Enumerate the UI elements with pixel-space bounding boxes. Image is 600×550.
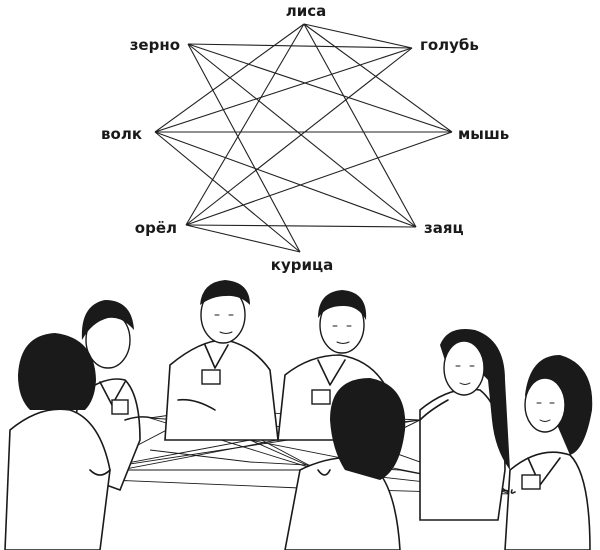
edge-grain-hen <box>187 43 301 253</box>
edge-eagle-mouse <box>185 131 453 226</box>
child-front-left <box>4 333 111 550</box>
child-far-right <box>504 355 593 550</box>
edge-fox-pigeon <box>303 23 413 49</box>
food-web-diagram: лиса зерно голубь волк мышь орёл заяц ку… <box>101 2 509 274</box>
edge-eagle-hare <box>185 224 417 228</box>
node-label-grain: зерно <box>130 36 180 54</box>
food-web-labels: лиса зерно голубь волк мышь орёл заяц ку… <box>101 2 509 274</box>
edge-eagle-hen <box>185 224 301 253</box>
child-front-center <box>284 378 406 550</box>
node-label-hare: заяц <box>424 219 464 237</box>
edge-eagle-pigeon <box>185 47 413 226</box>
child-back-center-left <box>164 280 279 441</box>
edge-fox-mouse <box>303 23 453 133</box>
node-label-fox: лиса <box>286 2 327 20</box>
children-illustration <box>4 280 593 550</box>
edge-grain-hare <box>187 43 417 228</box>
edge-fox-wolf <box>154 23 305 133</box>
edge-wolf-pigeon <box>154 47 413 133</box>
edge-grain-pigeon <box>187 43 413 49</box>
edge-wolf-hare <box>154 131 417 228</box>
node-label-hen: курица <box>271 256 333 274</box>
node-label-eagle: орёл <box>135 219 177 237</box>
node-label-wolf: волк <box>101 125 142 143</box>
food-web-edges <box>154 23 453 253</box>
child-right-long-hair <box>419 329 510 521</box>
node-label-pigeon: голубь <box>420 36 479 54</box>
edge-fox-eagle <box>185 23 305 226</box>
node-label-mouse: мышь <box>458 125 509 143</box>
edge-fox-hare <box>303 23 417 228</box>
edge-grain-mouse <box>187 43 453 133</box>
